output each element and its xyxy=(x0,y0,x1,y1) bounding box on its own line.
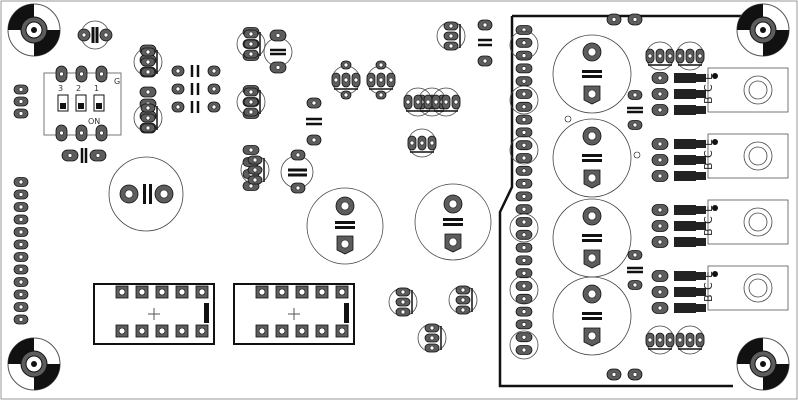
transistor-column-a xyxy=(133,44,163,134)
heatsink-transistors xyxy=(509,30,539,360)
dip-switch: 3 2 1 ON G xyxy=(43,65,122,142)
top-output-pads xyxy=(606,13,643,26)
pot-label-b: B xyxy=(702,294,715,302)
mounting-hole-top-left xyxy=(7,3,61,57)
transistors-middle xyxy=(331,19,493,158)
relay-k1 xyxy=(93,283,215,345)
electrolytic-capacitor-c3 xyxy=(108,156,184,232)
dip-pin-g-label: G xyxy=(114,77,120,86)
mounting-hole-top-right xyxy=(736,3,790,57)
potentiometers xyxy=(645,41,789,355)
electrolytic-capacitor-c7 xyxy=(306,187,384,265)
mounting-hole-bottom-left xyxy=(7,337,61,391)
capacitor-c1 xyxy=(61,148,107,163)
pot-label-e: E xyxy=(702,205,715,212)
pot-label-e: E xyxy=(702,139,715,146)
bottom-output-pads xyxy=(606,368,643,381)
dip-label-1: 1 xyxy=(94,84,99,93)
capacitor-c4 xyxy=(263,29,293,74)
capacitor-grid xyxy=(171,65,221,113)
pot-label-c: C xyxy=(702,282,715,290)
pot-label-c: C xyxy=(702,84,715,92)
resistor-column-b xyxy=(236,27,270,191)
dip-label-2: 2 xyxy=(76,84,81,93)
pot-label-e: E xyxy=(702,73,715,80)
pot-label-b: B xyxy=(702,162,715,170)
electrolytic-capacitor-c8 xyxy=(414,183,492,261)
left-header-top xyxy=(13,84,29,119)
pot-label-c: C xyxy=(702,150,715,158)
relay-k2 xyxy=(233,283,355,345)
transistors-lower xyxy=(388,285,478,353)
relay-pads xyxy=(115,285,349,338)
left-header-pins xyxy=(13,177,29,325)
pot-label-b: B xyxy=(702,228,715,236)
capacitor-c6 xyxy=(280,149,314,194)
heatsink-pin-column xyxy=(515,25,533,355)
mounting-hole-bottom-right xyxy=(736,337,790,391)
heatsink-capacitors xyxy=(552,34,643,356)
capacitor-c5 xyxy=(306,97,322,146)
pot-label-c: C xyxy=(702,216,715,224)
dip-label-3: 3 xyxy=(58,84,63,93)
capacitor-c2 xyxy=(77,20,113,50)
pot-label-e: E xyxy=(702,271,715,278)
pot-label-b: B xyxy=(702,96,715,104)
dip-on-label: ON xyxy=(88,117,100,126)
